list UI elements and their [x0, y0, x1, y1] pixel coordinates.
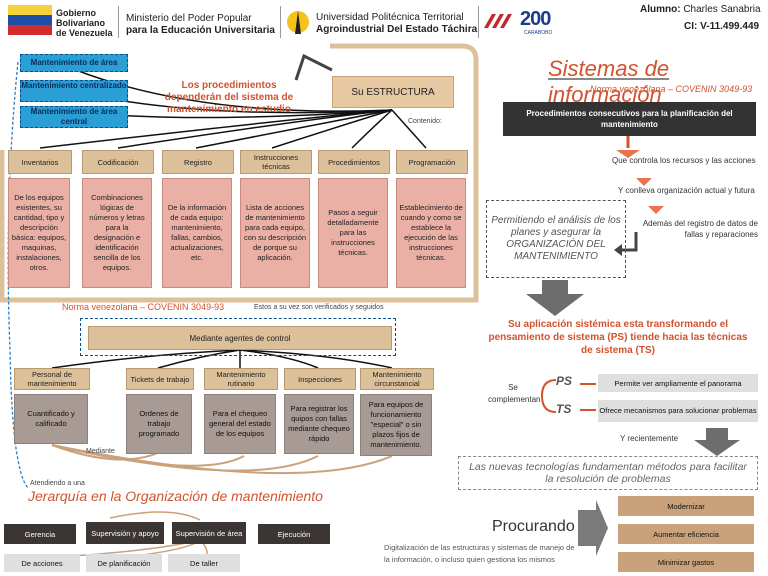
- agents-dashed-frame: [80, 318, 396, 356]
- hierarchy-sublevel: De taller: [168, 554, 240, 572]
- hierarchy-sublevel: De acciones: [4, 554, 80, 572]
- agent-title: Mantenimiento circunstancial: [360, 368, 434, 390]
- student-id: CI: V-11.499.449: [684, 21, 760, 32]
- category-description: Pasos a seguir detalladamente para las i…: [318, 178, 388, 288]
- procedures-note: Los procedimientos dependerán del sistem…: [164, 80, 294, 115]
- agent-title: Mantenimiento rutinario: [204, 368, 278, 390]
- ministry-text: Ministerio del Poder Popular para la Edu…: [126, 13, 275, 36]
- anniversary-subtitle: CARABOBO: [524, 30, 553, 36]
- agents-label: Mediante agentes de control: [88, 326, 392, 350]
- norm-label-left: Norma venezolana – COVENIN 3049-93: [62, 302, 225, 312]
- attending-label: Atendiendo a una: [30, 480, 85, 487]
- agent-description: Para el chequeo general del estado de lo…: [204, 394, 276, 454]
- agent-title: Tickets de trabajo: [126, 368, 194, 390]
- agent-title: Inspecciones: [284, 368, 356, 390]
- hierarchy-level: Supervisión y apoyo: [86, 522, 164, 544]
- goal-minimize-costs: Minimizar gastos: [618, 552, 754, 572]
- category-title: Codificación: [82, 150, 154, 174]
- structure-box: Su ESTRUCTURA: [332, 76, 454, 108]
- blue-box-area: Mantenimiento de área: [20, 54, 128, 72]
- category-title: Programación: [396, 150, 468, 174]
- step-3: Además del registro de datos de fallas y…: [642, 219, 758, 239]
- goal-modernize: Modernizar: [618, 496, 754, 516]
- category-title: Instrucciones técnicas: [240, 150, 312, 174]
- agent-description: Ordenes de trabajo programado: [126, 394, 192, 454]
- application-text: Su aplicación sistémica esta transforman…: [488, 319, 748, 356]
- university-text: Universidad Politécnica Territorial Agro…: [316, 12, 478, 35]
- recently-label: Y recientemente: [620, 434, 679, 443]
- mediante-label: Mediante: [86, 448, 115, 455]
- category-title: Inventarios: [8, 150, 72, 174]
- agent-description: Para registrar los quipos con fallas med…: [284, 394, 354, 454]
- agent-title: Personal de mantenimiento: [14, 368, 90, 390]
- step-1: Que controla los recursos y las acciones: [612, 156, 756, 165]
- verified-note: Estos a su vez son verificados y seguido…: [254, 304, 384, 311]
- header-divider: [280, 6, 281, 38]
- procurando-label: Procurando: [492, 518, 575, 535]
- university-logo-icon: [286, 6, 310, 38]
- complement-label: Se complementan: [488, 383, 541, 404]
- hierarchy-level: Ejecución: [258, 524, 330, 544]
- category-description: De la información de cada equipo: manten…: [162, 178, 232, 288]
- header-divider: [118, 6, 119, 38]
- ts-label: TS: [556, 402, 572, 416]
- hierarchy-sublevel: De planificación: [86, 554, 162, 572]
- hierarchy-title: Jerarquía en la Organización de mantenim…: [28, 488, 323, 504]
- category-title: Procedimientos: [318, 150, 390, 174]
- stripes-logo-icon: [484, 10, 518, 32]
- contains-label: Contenido:: [408, 118, 442, 125]
- right-title: Sistemas de información: [548, 56, 670, 107]
- analysis-note: Permitiendo el análisis de los planes y …: [486, 200, 626, 278]
- venezuela-flag-icon: [8, 5, 52, 35]
- category-title: Registro: [162, 150, 234, 174]
- digitization-text: Digitalización de las estructuras y sist…: [384, 543, 575, 564]
- norm-label-right: Norma venezolana – COVENIN 3049-93: [590, 84, 753, 94]
- category-description: Establecimiento de cuando y como se esta…: [396, 178, 466, 288]
- ps-description: Permite ver ampliamente el panorama: [598, 374, 758, 392]
- procedures-box: Procedimientos consecutivos para la plan…: [503, 102, 756, 136]
- step-2: Y conlleva organización actual y futura: [618, 186, 755, 195]
- blue-box-centralized: Mantenimiento centralizado: [20, 80, 128, 102]
- ts-description: Ofrece mecanismos para solucionar proble…: [598, 400, 758, 422]
- ps-label: PS: [556, 374, 573, 388]
- student-name: Alumno: Charles Sanabria: [640, 4, 761, 15]
- hierarchy-level: Supervisión de área: [172, 522, 246, 544]
- category-description: De los equipos existentes, su cantidad, …: [8, 178, 70, 288]
- hierarchy-level: Gerencia: [4, 524, 76, 544]
- agent-description: Cuantificado y calificado: [14, 394, 88, 444]
- category-description: Lista de acciones de mantenimiento para …: [240, 178, 310, 288]
- blue-box-central-area: Mantenimiento de área central: [20, 106, 128, 128]
- new-tech-note: Las nuevas tecnologías fundamentan métod…: [458, 456, 758, 490]
- category-description: Combinaciones lógicas de números y letra…: [82, 178, 152, 288]
- header-divider: [478, 6, 479, 38]
- anniversary-logo: 200: [520, 8, 551, 30]
- goal-efficiency: Aumentar eficiencia: [618, 524, 754, 544]
- agent-description: Para equipos de funcionamiento "especial…: [360, 394, 432, 456]
